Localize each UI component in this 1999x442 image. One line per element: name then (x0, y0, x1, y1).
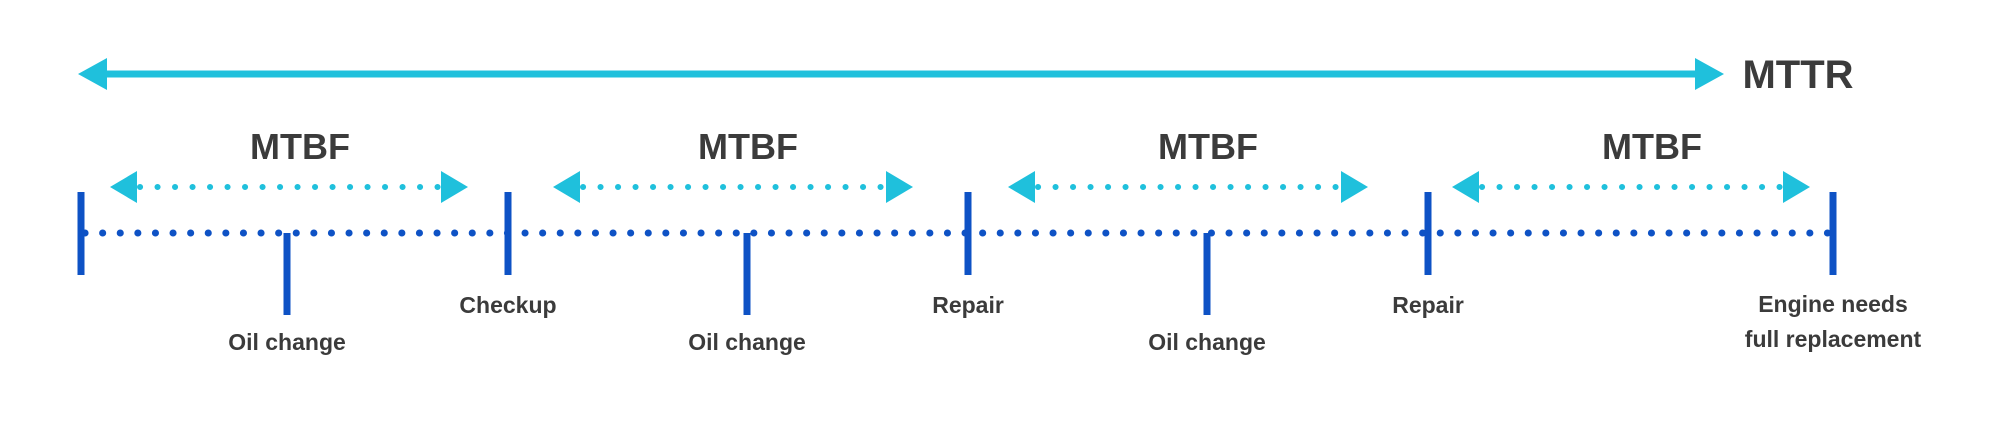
label-oil-change-3: Oil change (1148, 329, 1266, 355)
mtbf-arrowhead-4-right-icon (1783, 171, 1810, 203)
label-checkup: Checkup (459, 292, 556, 318)
mtbf-arrowhead-2-right-icon (886, 171, 913, 203)
mtbf-arrowhead-1-left-icon (110, 171, 137, 203)
mtbf-label-1: MTBF (250, 126, 350, 167)
mtbf-arrow-3 (1008, 171, 1368, 203)
mtbf-arrowhead-4-left-icon (1452, 171, 1479, 203)
mttr-arrowhead-right-icon (1695, 58, 1724, 90)
mtbf-arrowhead-1-right-icon (441, 171, 468, 203)
mtbf-label-2: MTBF (698, 126, 798, 167)
mtbf-arrow-2 (553, 171, 913, 203)
mttr-label: MTTR (1742, 53, 1853, 97)
mtbf-arrowhead-3-left-icon (1008, 171, 1035, 203)
mtbf-arrowhead-2-left-icon (553, 171, 580, 203)
mtbf-arrow-1 (110, 171, 468, 203)
label-engine-needs: Engine needs (1758, 291, 1908, 317)
mttr-arrowhead-left-icon (78, 58, 107, 90)
label-full-replacement: full replacement (1745, 326, 1922, 352)
label-oil-change-2: Oil change (688, 329, 806, 355)
mtbf-label-4: MTBF (1602, 126, 1702, 167)
label-repair-1: Repair (932, 292, 1004, 318)
mtbf-arrowhead-3-right-icon (1341, 171, 1368, 203)
label-oil-change-1: Oil change (228, 329, 346, 355)
mttr-arrow (78, 58, 1724, 90)
mtbf-arrow-4 (1452, 171, 1810, 203)
mtbf-label-3: MTBF (1158, 126, 1258, 167)
label-repair-2: Repair (1392, 292, 1464, 318)
